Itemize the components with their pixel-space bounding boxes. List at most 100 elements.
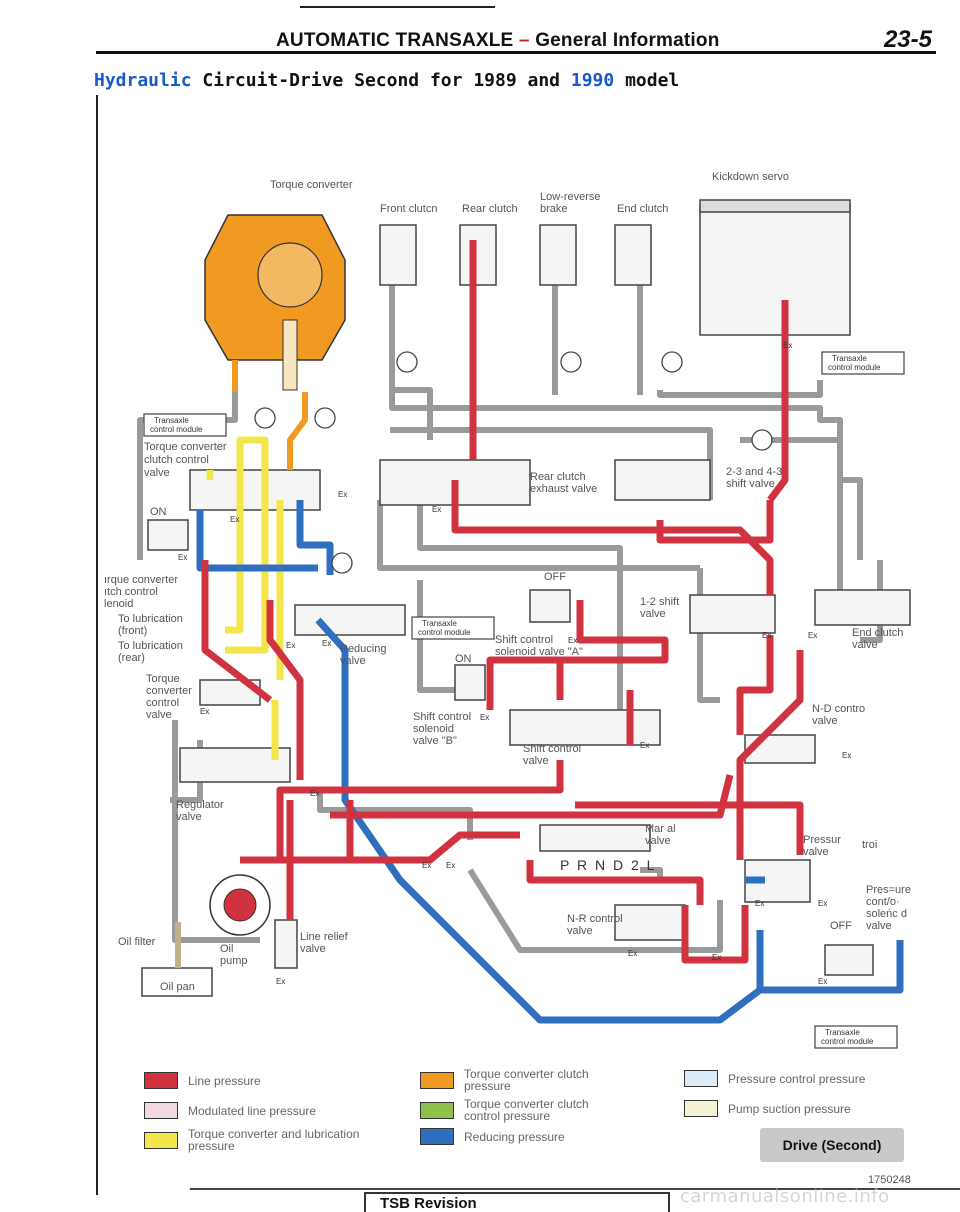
exhaust-marker: Ex xyxy=(818,899,827,908)
line-pressure-passage xyxy=(736,650,804,860)
header-topic: General Information xyxy=(535,30,720,51)
label-rear-clutch: Rear clutch xyxy=(462,203,518,215)
legend-label: Modulated line pressure xyxy=(188,1103,317,1118)
exhaust-marker: Ex xyxy=(322,639,331,648)
title-end: model xyxy=(625,70,680,91)
oil-pump-rotor xyxy=(223,888,257,922)
legend-swatch xyxy=(420,1071,454,1089)
title-year: 1990 xyxy=(570,70,615,91)
legend-label: Pump suction pressure xyxy=(728,1101,851,1116)
watermark: carmanualsonline.info xyxy=(680,1186,890,1207)
pcs-solenoid-body xyxy=(824,944,874,976)
tcm-box-frame xyxy=(814,1025,898,1049)
legend-label: Torque converter clutch control pressure xyxy=(464,1097,589,1123)
orifice-symbol xyxy=(314,407,336,429)
label-tcc-valve: Torque converter xyxy=(144,441,227,453)
bottom-rule xyxy=(190,1188,960,1190)
line-pressure-passage xyxy=(736,635,774,735)
legend-swatch xyxy=(144,1102,178,1119)
torque-converter-turbine xyxy=(257,242,323,308)
legend-tc-clutch: Torque converter clutch pressure xyxy=(420,1068,594,1092)
label-solenoid-a: solenoid valve "A" xyxy=(495,646,583,658)
label-pressure-control: Pressur xyxy=(803,834,841,846)
header-title: AUTOMATIC TRANSAXLE – General Informatio… xyxy=(276,30,720,52)
label-lub-front: (front) xyxy=(118,625,147,637)
label-lub-rear: (rear) xyxy=(118,652,145,664)
margin-rule xyxy=(96,95,98,1195)
idle-passage xyxy=(389,280,433,440)
label-on: ON xyxy=(150,506,167,518)
legend-swatch xyxy=(420,1101,454,1119)
solenoid-a-body xyxy=(529,589,571,623)
label-line-relief: Line relief xyxy=(300,931,349,943)
label-solenoid-b: Shift control xyxy=(413,711,471,723)
label-solenoid-b: valve "B" xyxy=(413,735,457,747)
orifice-symbol xyxy=(331,552,353,574)
exhaust-marker: Ex xyxy=(762,631,771,640)
orifice-symbol xyxy=(254,407,276,429)
label-shift-23: shift valve xyxy=(726,478,775,490)
legend-label: Torque converter clutch pressure xyxy=(464,1067,589,1093)
label-off: OFF xyxy=(830,920,852,932)
legend-reducing: Reducing pressure xyxy=(420,1128,624,1145)
exhaust-markers: Ex Ex Ex Ex Ex Ex Ex Ex Ex Ex Ex Ex Ex E… xyxy=(178,341,851,986)
exhaust-marker: Ex xyxy=(338,490,347,499)
label-line-relief: valve xyxy=(300,943,326,955)
legend-tcc-control: Torque converter clutch control pressure xyxy=(420,1098,614,1122)
header-dash: – xyxy=(518,30,530,51)
shift-12-valve-body xyxy=(689,594,776,634)
page-header: AUTOMATIC TRANSAXLE – General Informatio… xyxy=(96,26,936,54)
tcm-label: Transaxle xyxy=(422,619,457,628)
label-tcc-solenoid: ırque converter xyxy=(104,574,178,586)
components xyxy=(141,199,911,997)
line-pressure-passage xyxy=(486,600,669,710)
label-end-clutch-valve: End clutch xyxy=(852,627,903,639)
exhaust-marker: Ex xyxy=(276,977,285,986)
tsb-revision-box: TSB Revision xyxy=(364,1192,670,1212)
legend-lube: Torque converter and lubrication pressur… xyxy=(144,1128,368,1152)
line-pressure-passage xyxy=(526,860,704,905)
page-number: 23-5 xyxy=(883,26,932,53)
orifice-symbols xyxy=(254,351,773,574)
solenoid-b-body xyxy=(454,664,486,701)
label-oil-pump: pump xyxy=(220,955,248,967)
exhaust-marker: Ex xyxy=(808,631,817,640)
manual-valve-body xyxy=(539,824,651,852)
exhaust-marker: Ex xyxy=(310,789,319,798)
label-tc-control: control xyxy=(146,697,179,709)
label-manual-valve: valve xyxy=(645,835,671,847)
line-pressure-passage xyxy=(451,480,774,595)
label-reducing-valve: Reducing xyxy=(340,643,386,655)
line-pressure-passage xyxy=(330,774,734,819)
tcm-label: control module xyxy=(150,425,203,434)
figure-number: 1750248 xyxy=(868,1174,911,1186)
idle-passage xyxy=(467,868,723,953)
exhaust-marker: Ex xyxy=(842,751,851,760)
exhaust-marker: Ex xyxy=(628,949,637,958)
idle-passage xyxy=(860,560,883,643)
legend-label: Torque converter and lubrication pressur… xyxy=(188,1127,360,1153)
label-regulator: Regulator xyxy=(176,799,224,811)
line-pressure-passage xyxy=(240,831,520,864)
exhaust-marker: Ex xyxy=(640,741,649,750)
torque-converter xyxy=(204,214,346,391)
top-rule xyxy=(300,6,495,8)
reducing-passage xyxy=(315,617,764,1024)
line-pressure-passage xyxy=(681,905,749,964)
exhaust-marker: Ex xyxy=(755,899,764,908)
legend-label: Pressure control pressure xyxy=(728,1071,866,1086)
exhaust-marker: Ex xyxy=(230,515,239,524)
exhaust-marker: Ex xyxy=(712,953,721,962)
label-rear-exhaust: Rear clutch xyxy=(530,471,586,483)
tcm-label: control module xyxy=(821,1037,874,1046)
label-lub-front: To lubrication xyxy=(118,613,183,625)
shift-23-valve-body xyxy=(614,459,711,501)
tcm-box-bottom: Transaxle control module xyxy=(814,1025,898,1049)
legend-swatch xyxy=(420,1128,454,1145)
legend-pressure-control: Pressure control pressure xyxy=(684,1070,908,1087)
exhaust-marker: Ex xyxy=(568,636,577,645)
oil-pan-body xyxy=(141,967,213,997)
tcm-box-mid: Transaxle control module xyxy=(411,616,495,640)
idle-passage xyxy=(740,437,843,590)
tcm-box-frame xyxy=(411,616,495,640)
